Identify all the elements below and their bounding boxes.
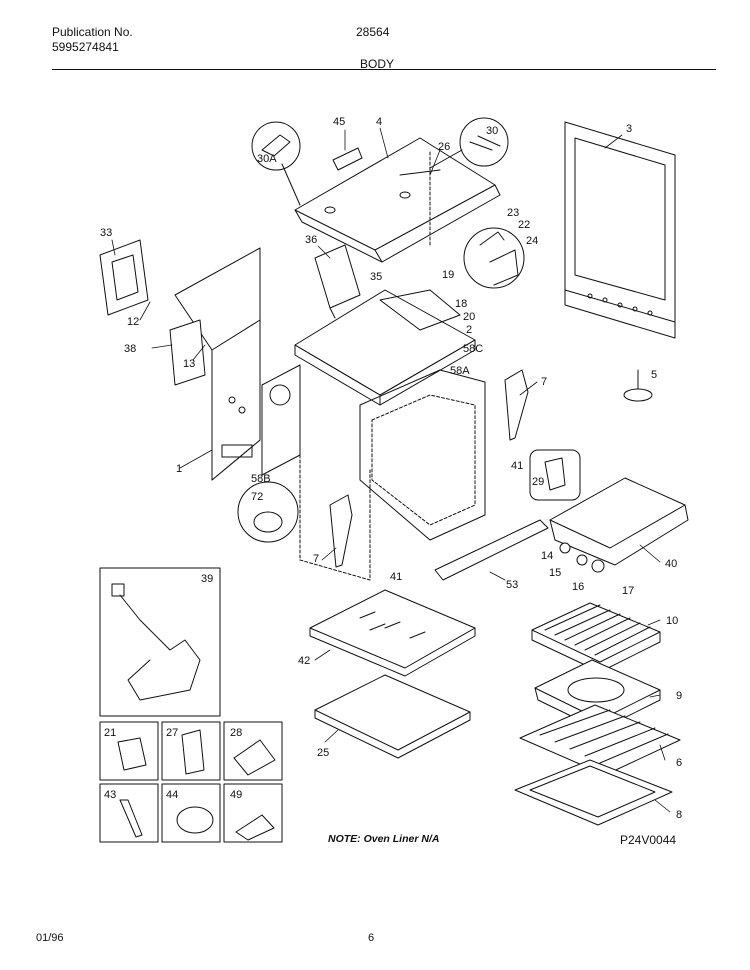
callout-49: 49: [230, 789, 242, 801]
callout-36: 36: [305, 234, 317, 246]
part-knob-14-15-16: [559, 542, 605, 573]
detail-circle-22-24: [463, 227, 525, 289]
detail-box-21: [99, 721, 159, 781]
callout-23: 23: [507, 207, 519, 219]
part-oven-bottom-25: [314, 674, 471, 759]
callout-25: 25: [317, 747, 329, 759]
part-oven-rack-6: [519, 704, 681, 776]
callout-28: 28: [230, 727, 242, 739]
part-drip-tray-8: [514, 759, 673, 826]
callout-43: 43: [104, 789, 116, 801]
callout-7-left: 7: [313, 553, 319, 565]
part-side-panel: [174, 247, 261, 481]
callout-6: 6: [676, 757, 682, 769]
callout-7-right: 7: [541, 376, 547, 388]
callout-58c: 58C: [463, 343, 483, 355]
callout-53: 53: [506, 579, 518, 591]
part-broiler-tray-40: [549, 477, 689, 566]
part-leveler-5: [623, 369, 653, 402]
detail-circle-30a: [251, 121, 301, 206]
detail-box-44: [161, 783, 221, 843]
detail-circle-72: [237, 481, 299, 543]
part-hinge-7-left: [329, 494, 353, 568]
footer-date: 01/96: [36, 932, 64, 944]
callout-19: 19: [442, 269, 454, 281]
callout-18: 18: [455, 298, 467, 310]
callout-72: 72: [251, 491, 263, 503]
oven-liner-note: NOTE: Oven Liner N/A: [328, 833, 439, 845]
part-oven-body: [261, 364, 486, 581]
detail-box-27: [161, 721, 221, 781]
part-box-33: [99, 239, 149, 316]
publication-label: Publication No.: [52, 25, 133, 39]
detail-box-49: [223, 783, 283, 843]
callout-labels: 45 4 30 3 30A 26 23 22 24 33 36 19 35 18…: [100, 116, 682, 847]
detail-box-43: [99, 783, 159, 843]
callout-33: 33: [100, 227, 112, 239]
callout-40: 40: [665, 558, 677, 570]
callout-35: 35: [370, 271, 382, 283]
part-door-frame: [564, 121, 676, 339]
callout-21: 21: [104, 727, 116, 739]
callout-12: 12: [127, 316, 139, 328]
part-hinge-7-right: [504, 369, 529, 441]
callout-58b: 58B: [251, 473, 271, 485]
part-bracket-45: [332, 147, 363, 171]
callout-9: 9: [676, 690, 682, 702]
page-number: 6: [368, 932, 375, 944]
callout-30: 30: [486, 125, 498, 137]
callout-41-upper: 41: [511, 460, 523, 472]
callout-10: 10: [666, 615, 678, 627]
part-top-cover: [294, 137, 501, 263]
detail-box-28: [223, 721, 283, 781]
callout-38: 38: [124, 343, 136, 355]
callout-27: 27: [166, 727, 178, 739]
part-front-rail-53: [434, 519, 549, 581]
callout-5: 5: [651, 369, 657, 381]
callout-42: 42: [298, 655, 310, 667]
part-38-bracket: [169, 319, 206, 386]
callout-26: 26: [438, 141, 450, 153]
callout-45: 45: [333, 116, 345, 128]
callout-1: 1: [176, 463, 182, 475]
model-number: 28564: [356, 25, 390, 39]
callout-41-lower: 41: [390, 571, 402, 583]
callout-58a: 58A: [450, 365, 470, 377]
callout-17: 17: [622, 585, 634, 597]
detail-circle-30: [429, 117, 509, 169]
publication-number: 5995274841: [52, 40, 119, 54]
callout-16: 16: [572, 581, 584, 593]
callout-15: 15: [549, 567, 561, 579]
section-title: BODY: [360, 57, 395, 71]
detail-box-39: [99, 567, 221, 717]
callout-29: 29: [532, 476, 544, 488]
part-vent-36: [314, 244, 361, 319]
illustration-code: P24V0044: [620, 833, 676, 847]
callout-4: 4: [376, 116, 382, 128]
callout-14: 14: [541, 550, 553, 562]
header-rule: [52, 69, 716, 70]
part-cooktop-insulation: [294, 289, 476, 406]
callout-8: 8: [676, 809, 682, 821]
callout-20: 20: [463, 311, 475, 323]
callout-30a: 30A: [257, 153, 277, 165]
callout-2: 2: [466, 324, 472, 336]
callout-22: 22: [518, 219, 530, 231]
detail-box-29: [529, 449, 581, 501]
callout-3: 3: [626, 123, 632, 135]
callout-44: 44: [166, 789, 178, 801]
leader-lines: [111, 127, 671, 813]
callout-24: 24: [526, 235, 538, 247]
callout-13: 13: [183, 358, 195, 370]
part-oven-bottom-42: [309, 589, 476, 677]
callout-39: 39: [201, 573, 213, 585]
